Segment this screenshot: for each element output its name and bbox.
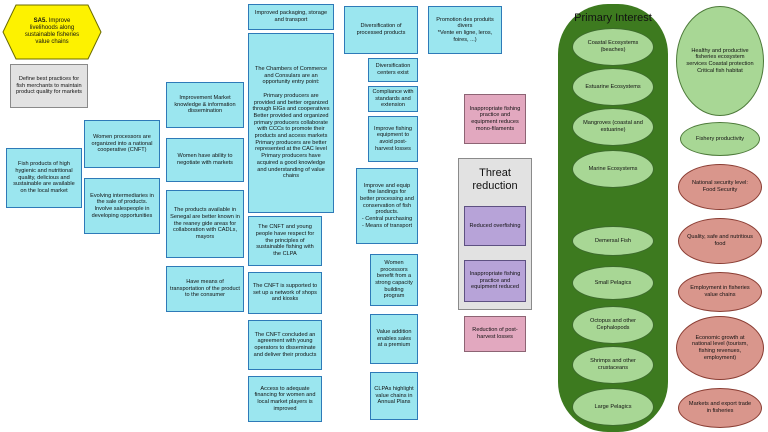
fishing-equipment-box: Improve fishing equipment to avoid post-… — [368, 116, 418, 162]
diversification-centers-box: Diversification centers exist — [368, 58, 418, 82]
target-large-pelagics: Large Pelagics — [572, 388, 654, 426]
goal-food-security: National security level: Food Security — [678, 164, 762, 210]
strategy-text: Improve livelihoods along sustainable fi… — [24, 17, 80, 46]
women-processors-box: Women processors are organized into a na… — [84, 120, 160, 168]
landings-box: Improve and equip the landings for bette… — [356, 168, 418, 244]
goal-employment: Employment in fisheries value chains — [678, 272, 762, 312]
strategy-hexagon — [2, 4, 102, 60]
products-senegal-box: The products available in Senegal are be… — [166, 190, 244, 258]
goal-markets-export: Markets and export trade in fisheries — [678, 388, 762, 428]
value-addition-box: Value addition enables sales at a premiu… — [370, 314, 418, 364]
clpas-box: CLPAs highlight value chains in Annual P… — [370, 372, 418, 420]
goal-quality-food: Quality, safe and nutritious food — [678, 218, 762, 264]
target-small-pelagics: Small Pelagics — [572, 266, 654, 300]
primary-interest-title: Primary Interest — [574, 12, 652, 24]
cnft-agreement-box: The CNFT concluded an agreement with you… — [248, 320, 322, 370]
target-mangroves: Mangroves (coastal and estuarine) — [572, 108, 654, 146]
target-coastal-ecosystems: Coastal Ecosystems (beaches) — [572, 28, 654, 66]
strategy-label: SA5. Improve livelihoods along sustainab… — [16, 8, 88, 56]
inappropriate-practice-box-2: Inappropriate fishing practice and equip… — [464, 260, 526, 302]
promotion-box: Promotion des produits divers *Vente en … — [428, 6, 502, 54]
target-shrimps: Shrimps and other crustaceans — [572, 346, 654, 384]
women-negotiate-box: Women have ability to negotiate with mar… — [166, 138, 244, 182]
cnft-network-box: The CNFT is supported to set up a networ… — [248, 272, 322, 314]
reduced-overfishing-box: Reduced overfishing — [464, 206, 526, 246]
market-knowledge-box: Improvement Market knowledge & informati… — [166, 82, 244, 128]
goal-fishery-productivity: Fishery productivity — [680, 122, 760, 156]
fish-products-box: Fish products of high hygienic and nutri… — [6, 148, 82, 208]
best-practices-box: Define best practices for fish merchants… — [10, 64, 88, 108]
transportation-box: Have means of transportation of the prod… — [166, 266, 244, 312]
inappropriate-practice-box-1: Inappropriate fishing practice and equip… — [464, 94, 526, 144]
compliance-box: Compliance with standards and extension — [368, 86, 418, 112]
threat-reduction-title: Threat reduction — [472, 167, 518, 193]
packaging-box: Improved packaging, storage and transpor… — [248, 4, 334, 30]
cnft-young-box: The CNFT and young people have respect f… — [248, 216, 322, 266]
financing-box: Access to adequate financing for women a… — [248, 376, 322, 422]
target-marine-ecosystems: Marine Ecosystems — [572, 150, 654, 188]
goal-healthy-fisheries: Healthy and productive fisheries ecosyst… — [676, 6, 764, 116]
goal-economic-growth: Economic growth at national level (touri… — [676, 316, 764, 380]
target-demersal-fish: Demersal Fish — [572, 226, 654, 256]
diversification-box: Diversification of processed products — [344, 6, 418, 54]
evolving-intermediaries-box: Evolving intermediaries in the sale of p… — [84, 178, 160, 234]
chambers-commerce-box: The Chambers of Commerce and Consulars a… — [248, 33, 334, 213]
target-estuarine-ecosystems: Estuarine Ecosystems — [572, 68, 654, 106]
women-capacity-box: Women processors benefit from a strong c… — [370, 254, 418, 306]
target-octopus: Octopus and other Cephalopods — [572, 306, 654, 344]
strategy-code: SA5. — [33, 17, 47, 24]
postharvest-box: Reduction of post-harvest losses — [464, 316, 526, 352]
